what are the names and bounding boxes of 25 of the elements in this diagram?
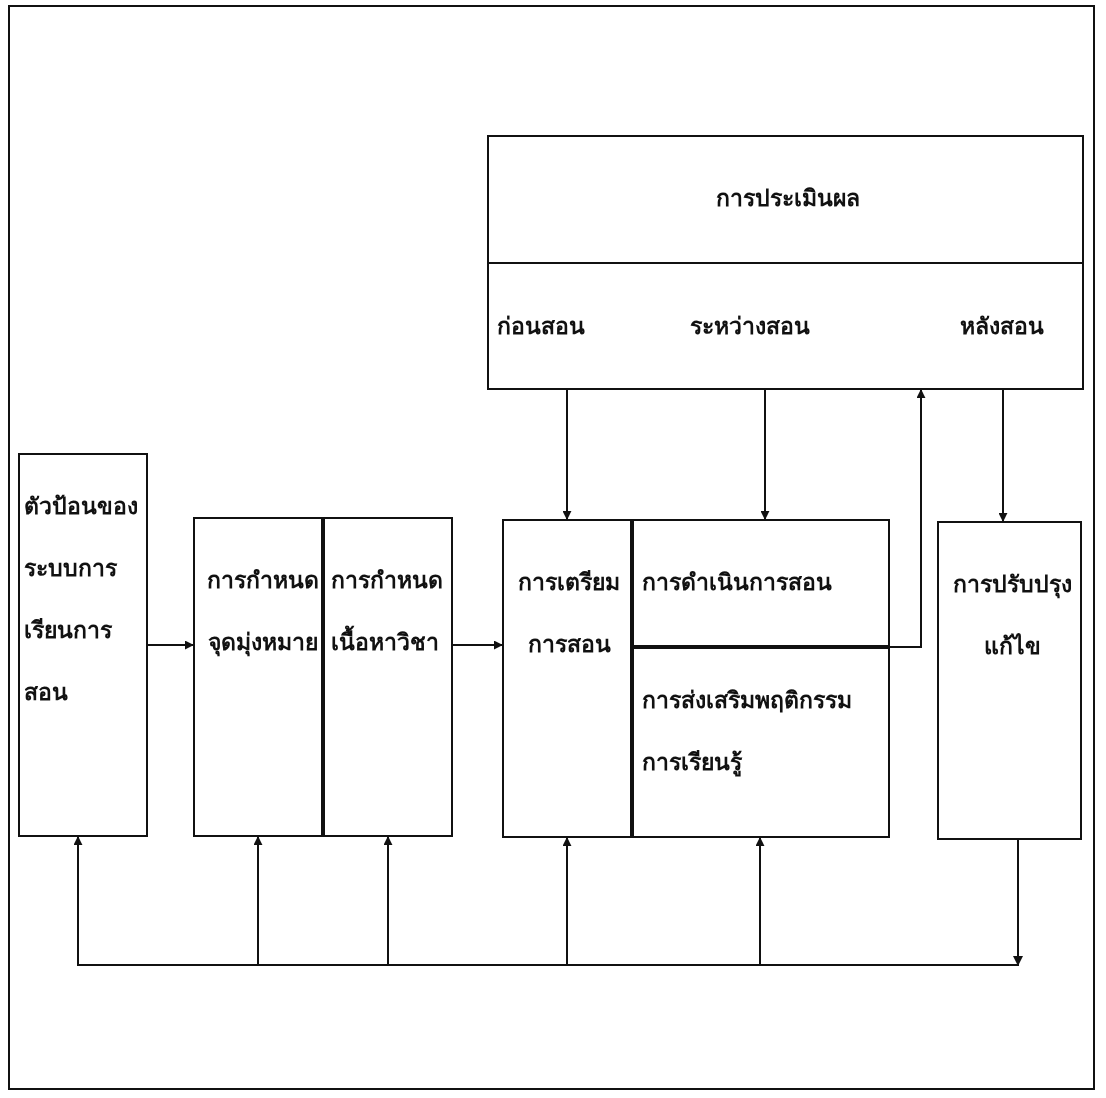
arrow <box>760 389 770 520</box>
arrow <box>998 389 1008 522</box>
box-label: การปรับปรุงแก้ไข <box>951 570 1073 661</box>
box-label: การส่งเสริมพฤติกรรมการเรียนรู้ <box>642 686 853 779</box>
box-label: การดำเนินการสอน <box>642 568 833 597</box>
box-label: การกำหนดจุดมุ่งหมาย <box>205 566 320 659</box>
box-label: การประเมินผล <box>714 184 861 213</box>
process-box <box>937 521 1082 840</box>
process-box <box>632 647 890 838</box>
process-box <box>193 517 323 837</box>
process-box <box>323 517 453 837</box>
box-label: ตัวป้อนของระบบการเรียนการสอน <box>24 492 139 707</box>
stage-label: ก่อนสอน <box>497 312 586 341</box>
arrow <box>889 389 926 648</box>
process-box <box>18 453 148 837</box>
arrow <box>452 640 503 650</box>
arrow <box>147 640 194 650</box>
box-label: การกำหนดเนื้อหาวิชา <box>331 566 444 657</box>
box-label: การเตรียมการสอน <box>517 568 621 659</box>
stage-label: ระหว่างสอน <box>690 312 811 341</box>
evaluation-box <box>487 135 1084 390</box>
process-box <box>632 519 890 647</box>
process-box <box>502 519 632 838</box>
stage-label: หลังสอน <box>960 312 1045 341</box>
arrow <box>562 389 572 520</box>
